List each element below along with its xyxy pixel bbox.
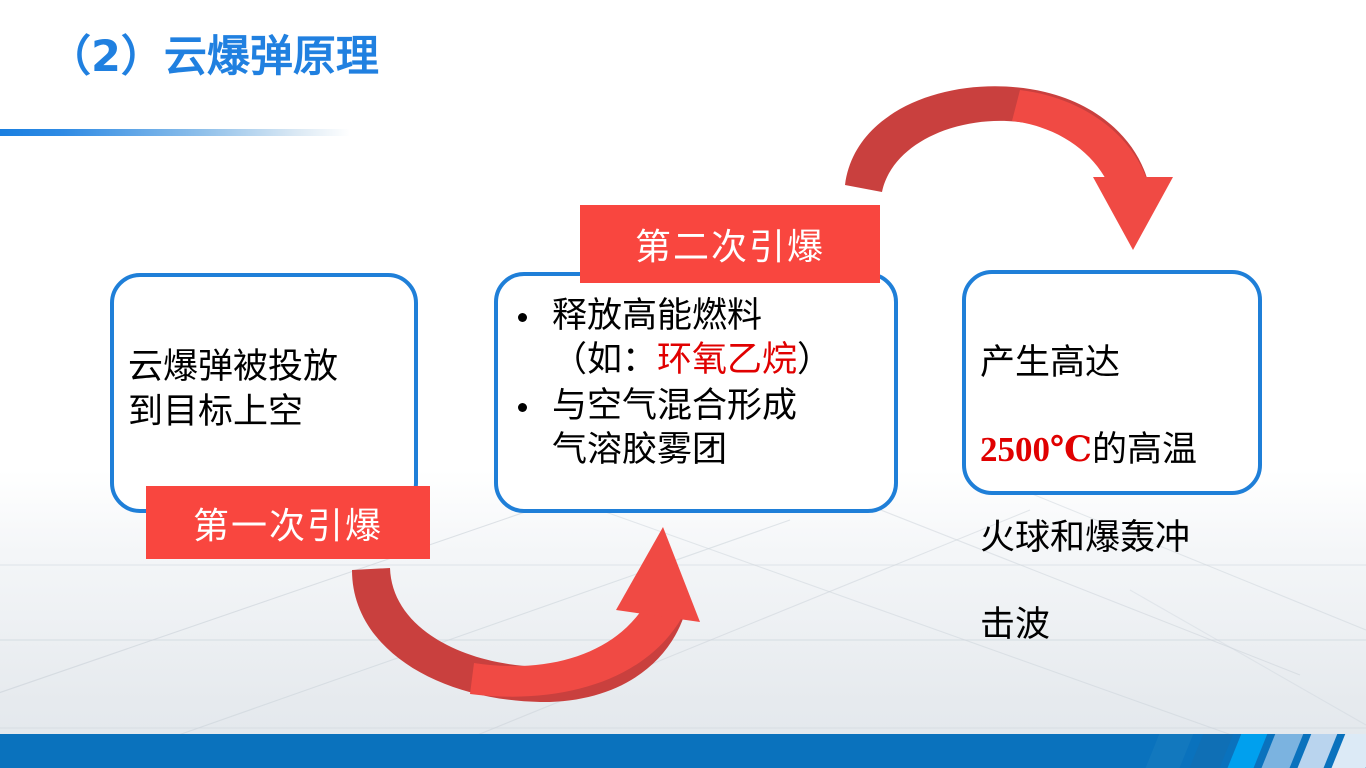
box3-line-3: 火球和爆轰冲 — [980, 517, 1191, 557]
box3-line-2-rest: 的高温 — [1091, 430, 1197, 470]
bullet-dot-icon — [518, 403, 527, 413]
page-title: （2）云爆弹原理 — [48, 32, 379, 82]
box3-temperature-value: 2500℃ — [980, 430, 1092, 470]
stage-box-2[interactable] — [494, 272, 898, 513]
footer-bar — [0, 734, 1366, 768]
badge-first-detonation[interactable]: 第一次引爆 — [146, 486, 430, 559]
bullet-dot-icon — [518, 313, 527, 322]
bullet-1-line-2-highlight: 环氧乙烷 — [657, 340, 798, 380]
bullet-1-line-1: 释放高能燃料 — [552, 296, 763, 335]
box3-line-1: 产生高达 — [980, 342, 1121, 382]
bullet-1-line-2-suffix: ） — [797, 340, 833, 380]
title-underline-rule — [0, 129, 350, 136]
bullet-2-line-2: 气溶胶雾团 — [552, 430, 728, 470]
stage-box-2-bullet-list: 释放高能燃料 （如：环氧乙烷） 与空气混合形成 气溶胶雾团 — [508, 294, 898, 474]
stage-box-3-text: 产生高达 2500℃的高温 火球和爆轰冲 击波 — [980, 297, 1260, 647]
box3-line-4: 击波 — [980, 605, 1051, 645]
list-item: 与空气混合形成 气溶胶雾团 — [508, 384, 898, 472]
badge-second-detonation[interactable]: 第二次引爆 — [580, 205, 880, 283]
stage-box-3[interactable] — [962, 270, 1262, 495]
bullet-1-line-2-prefix: （如： — [552, 340, 658, 380]
list-item: 释放高能燃料 （如：环氧乙烷） — [508, 294, 898, 382]
footer-stripe — [1141, 734, 1197, 768]
stage-box-1-text: 云爆弹被投放 到目标上空 — [128, 347, 339, 431]
bullet-2-line-1: 与空气混合形成 — [552, 386, 798, 426]
